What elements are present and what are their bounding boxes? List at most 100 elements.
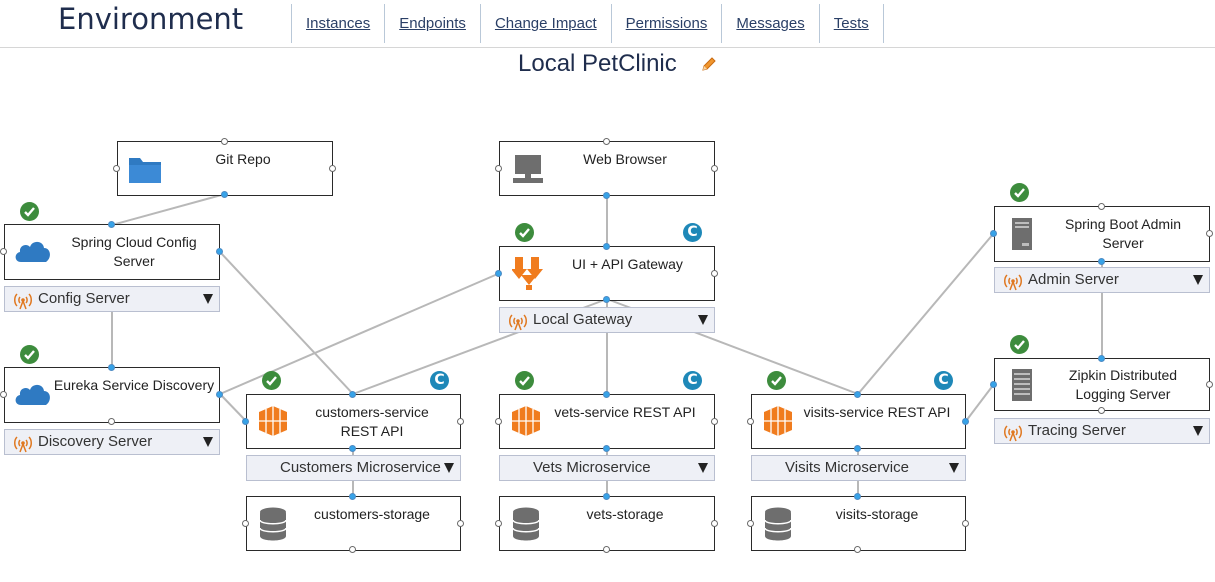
connector-port[interactable]: [457, 520, 464, 527]
connector-port[interactable]: [962, 418, 969, 425]
tab-tests[interactable]: Tests: [818, 4, 884, 43]
chevron-down-icon[interactable]: [1193, 426, 1203, 436]
connector-port[interactable]: [1206, 381, 1213, 388]
connector-port[interactable]: [603, 192, 610, 199]
connector-port[interactable]: [603, 138, 610, 145]
connector-port[interactable]: [990, 381, 997, 388]
connector-port[interactable]: [349, 546, 356, 553]
gateway-selector[interactable]: Local Gateway: [499, 307, 715, 333]
connector-port[interactable]: [711, 165, 718, 172]
connector-port[interactable]: [216, 248, 223, 255]
connector-port[interactable]: [990, 230, 997, 237]
tab-change-impact[interactable]: Change Impact: [479, 4, 611, 43]
chevron-down-icon[interactable]: [698, 463, 708, 473]
connector-port[interactable]: [1098, 203, 1105, 210]
connector-port[interactable]: [0, 391, 7, 398]
connector-port[interactable]: [603, 391, 610, 398]
connector-port[interactable]: [242, 520, 249, 527]
customers-microservice-selector[interactable]: Customers Microservice: [246, 455, 461, 481]
visits-microservice-selector[interactable]: Visits Microservice: [751, 455, 966, 481]
connector-port[interactable]: [221, 191, 228, 198]
connector-port[interactable]: [711, 418, 718, 425]
node-label: Eureka Service Discovery: [53, 377, 215, 393]
connector-port[interactable]: [603, 243, 610, 250]
tracing-server-selector[interactable]: Tracing Server: [994, 418, 1210, 444]
connector-port[interactable]: [113, 165, 120, 172]
app-title: Environment: [58, 2, 244, 36]
connector-port[interactable]: [854, 546, 861, 553]
badge-c-icon: C: [683, 223, 702, 242]
connector-port[interactable]: [349, 391, 356, 398]
connector-port[interactable]: [1098, 407, 1105, 414]
connector-port[interactable]: [0, 248, 7, 255]
server-icon: [1012, 369, 1032, 401]
node-vets-storage[interactable]: vets-storage: [499, 496, 715, 551]
connector-port[interactable]: [747, 418, 754, 425]
connector-port[interactable]: [1098, 355, 1105, 362]
connector-port[interactable]: [495, 520, 502, 527]
node-config-server[interactable]: Spring Cloud Config Server: [4, 224, 220, 280]
node-label: Web Browser: [583, 151, 667, 167]
connector-port[interactable]: [108, 364, 115, 371]
cloud-icon: [15, 384, 50, 405]
node-vets-service[interactable]: vets-service REST API: [499, 394, 715, 449]
node-label: visits-storage: [835, 506, 919, 522]
discovery-server-selector[interactable]: Discovery Server: [4, 429, 220, 455]
tab-permissions[interactable]: Permissions: [610, 4, 722, 43]
vets-microservice-selector[interactable]: Vets Microservice: [499, 455, 715, 481]
connector-port[interactable]: [854, 391, 861, 398]
connector-port[interactable]: [711, 270, 718, 277]
connector-port[interactable]: [747, 520, 754, 527]
node-customers-service[interactable]: customers-service REST API: [246, 394, 461, 449]
node-web-browser[interactable]: Web Browser: [499, 141, 715, 196]
connector-port[interactable]: [962, 520, 969, 527]
connector-port[interactable]: [349, 493, 356, 500]
node-customers-storage[interactable]: customers-storage: [246, 496, 461, 551]
connector-port[interactable]: [495, 165, 502, 172]
connector-port[interactable]: [1098, 258, 1105, 265]
connector-port[interactable]: [1206, 230, 1213, 237]
connector-port[interactable]: [349, 445, 356, 452]
chevron-down-icon[interactable]: [444, 463, 454, 473]
chevron-down-icon[interactable]: [1193, 275, 1203, 285]
admin-server-selector[interactable]: Admin Server: [994, 267, 1210, 293]
node-visits-storage[interactable]: visits-storage: [751, 496, 966, 551]
connector-port[interactable]: [216, 391, 223, 398]
connector-port[interactable]: [221, 138, 228, 145]
connector-port[interactable]: [603, 445, 610, 452]
connector-port[interactable]: [854, 493, 861, 500]
node-label: customers-service REST API: [315, 404, 429, 439]
connector-port[interactable]: [108, 418, 115, 425]
node-label: Spring Boot Admin Server: [1065, 216, 1181, 251]
connector-port[interactable]: [603, 546, 610, 553]
node-git-repo[interactable]: Git Repo: [117, 141, 333, 196]
node-eureka[interactable]: Eureka Service Discovery: [4, 367, 220, 423]
node-label: visits-service REST API: [803, 404, 951, 420]
connector-port[interactable]: [242, 418, 249, 425]
connector-port[interactable]: [108, 221, 115, 228]
status-ok-icon: [515, 371, 534, 390]
config-server-selector[interactable]: Config Server: [4, 286, 220, 312]
chevron-down-icon[interactable]: [203, 294, 213, 304]
tab-instances[interactable]: Instances: [291, 4, 384, 43]
node-admin-server[interactable]: Spring Boot Admin Server: [994, 206, 1210, 262]
chevron-down-icon[interactable]: [698, 315, 708, 325]
connector-port[interactable]: [329, 165, 336, 172]
tab-endpoints[interactable]: Endpoints: [384, 4, 480, 43]
antenna-icon: [1004, 274, 1022, 291]
node-zipkin[interactable]: Zipkin Distributed Logging Server: [994, 358, 1210, 411]
connector-port[interactable]: [495, 270, 502, 277]
node-visits-service[interactable]: visits-service REST API: [751, 394, 966, 449]
chevron-down-icon[interactable]: [949, 463, 959, 473]
connector-port[interactable]: [457, 418, 464, 425]
connector-port[interactable]: [711, 520, 718, 527]
selector-value: Tracing Server: [1028, 422, 1126, 439]
connector-port[interactable]: [603, 296, 610, 303]
chevron-down-icon[interactable]: [203, 437, 213, 447]
connector-port[interactable]: [854, 445, 861, 452]
node-gateway[interactable]: UI + API Gateway: [499, 246, 715, 301]
connector-port[interactable]: [495, 418, 502, 425]
tab-messages[interactable]: Messages: [721, 4, 818, 43]
connector-port[interactable]: [603, 493, 610, 500]
pencil-icon[interactable]: [700, 55, 718, 73]
